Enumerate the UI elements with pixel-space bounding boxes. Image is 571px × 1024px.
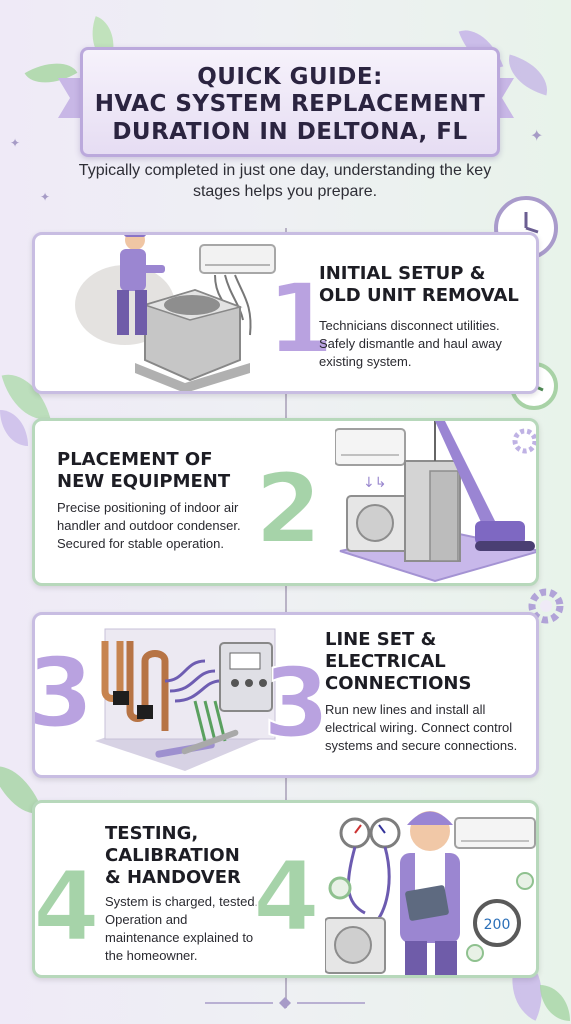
technician-with-gauges-icon: 200 — [325, 811, 536, 975]
leaf-decoration — [540, 985, 570, 1021]
step-number-3: 3 — [262, 647, 331, 759]
sparkle-icon: ✦ — [40, 190, 51, 204]
step-number-4: 4 — [252, 841, 321, 953]
step-title-4: TESTING, CALIBRATION & HANDOVER — [105, 823, 241, 888]
crane-placing-equipment-icon: ↓↳ — [335, 421, 536, 583]
step-description-4: System is charged, tested. Operation and… — [105, 894, 259, 963]
step-number-1: 1 — [266, 263, 335, 375]
page-title-line1: QUICK GUIDE: — [197, 64, 383, 90]
step-number-2: 2 — [254, 453, 323, 565]
step-number-3-left: 3 — [32, 637, 95, 749]
leaf-decoration — [501, 54, 555, 96]
step-title-3: LINE SET & ELECTRICAL CONNECTIONS — [325, 629, 472, 694]
gear-icon — [528, 588, 564, 624]
step-card-2: PLACEMENT OF NEW EQUIPMENT Precise posit… — [32, 418, 539, 586]
step-description-2: Precise positioning of indoor air handle… — [57, 500, 241, 551]
step-card-4: 4 TESTING, CALIBRATION & HANDOVER System… — [32, 800, 539, 978]
page-title-line2: HVAC SYSTEM REPLACEMENT DURATION IN DELT… — [94, 91, 486, 145]
step-card-1: 1 INITIAL SETUP & OLD UNIT REMOVAL Techn… — [32, 232, 539, 394]
svg-text:↓↳: ↓↳ — [363, 475, 386, 491]
step-title-1: INITIAL SETUP & OLD UNIT REMOVAL — [319, 263, 519, 306]
copper-pipes-electrical-panel-icon — [95, 628, 280, 771]
step-number-4-left: 4 — [33, 851, 101, 963]
step-description-3: Run new lines and install all electrical… — [325, 702, 518, 753]
step-title-2: PLACEMENT OF NEW EQUIPMENT — [57, 449, 231, 492]
leaf-decoration — [0, 410, 28, 446]
sparkle-icon: ✦ — [530, 126, 544, 145]
sparkle-icon: ✦ — [10, 136, 21, 150]
subtitle: Typically completed in just one day, und… — [78, 162, 492, 200]
technician-removing-ac-unit-icon — [75, 235, 276, 391]
title-banner: QUICK GUIDE: HVAC SYSTEM REPLACEMENT DUR… — [80, 47, 500, 157]
divider-ornament — [205, 997, 365, 1009]
step-description-1: Technicians disconnect utilities. Safely… — [319, 318, 502, 369]
step-card-3: 3 3 LINE SET & ELECTRICAL CONNECTIONS Ru… — [32, 612, 539, 778]
thermostat-reading: 200 — [484, 917, 511, 933]
